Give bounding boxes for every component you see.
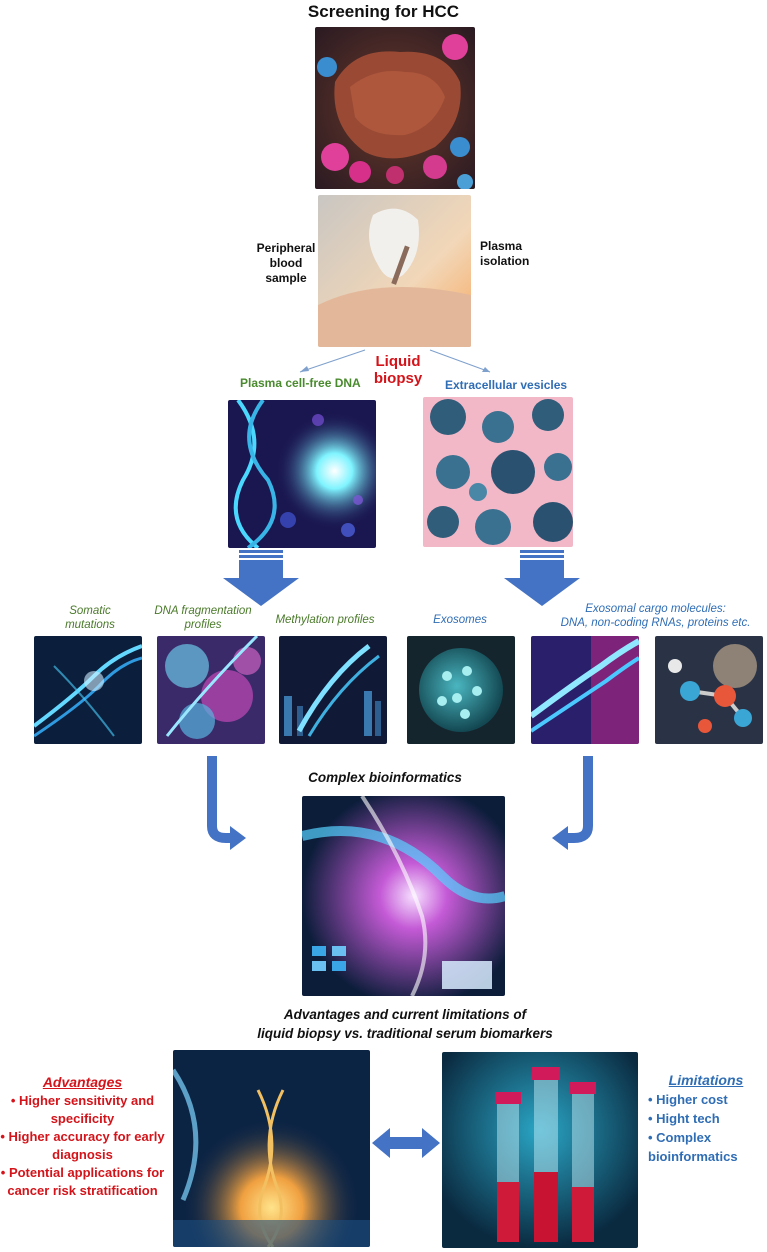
bioinformatics-label: Complex bioinformatics	[308, 770, 462, 785]
exosomes-image	[407, 636, 515, 744]
advantage-item: Higher accuracy for early diagnosis	[0, 1128, 165, 1164]
somatic-mutations-image	[34, 636, 142, 744]
down-arrow-left	[223, 550, 299, 606]
somatic-mutations-label: Somatic mutations	[65, 605, 115, 631]
double-arrow	[372, 1128, 440, 1158]
curved-arrow-right	[552, 756, 593, 850]
exosomes-label: Exosomes	[433, 614, 487, 626]
cfdna-label: Plasma cell-free DNA	[240, 376, 361, 390]
blood-sample-image	[318, 195, 471, 347]
liquid-biopsy-label: Liquid biopsy	[373, 353, 423, 387]
cargo-dna-image	[531, 636, 639, 744]
branch-arrows	[299, 349, 491, 373]
limitation-item: Higher cost	[648, 1090, 763, 1109]
peripheral-blood-label: Peripheral blood sample	[256, 241, 316, 285]
advantages-list: Higher sensitivity and specificity Highe…	[0, 1092, 165, 1200]
exosomal-cargo-label: Exosomal cargo molecules: DNA, non-codin…	[560, 603, 751, 629]
dna-tech-image	[173, 1050, 370, 1247]
limitations-heading: Limitations	[668, 1072, 744, 1088]
bioinformatics-image	[302, 796, 505, 996]
advantages-heading: Advantages	[42, 1074, 123, 1090]
advantage-item: Higher sensitivity and specificity	[0, 1092, 165, 1128]
cfdna-image	[228, 400, 376, 548]
limitations-list: Higher cost Hight tech Complex bioinform…	[648, 1090, 763, 1166]
test-tubes-image	[442, 1052, 638, 1248]
dna-fragmentation-label: DNA fragmentation profiles	[154, 605, 252, 631]
ev-image	[423, 397, 573, 547]
curved-arrow-left	[207, 756, 246, 850]
methylation-label: Methylation profiles	[275, 614, 375, 626]
limitation-item: Complex bioinformatics	[648, 1128, 763, 1166]
down-arrow-right	[504, 550, 580, 606]
limitation-item: Hight tech	[648, 1109, 763, 1128]
methylation-image	[279, 636, 387, 744]
ev-label: Extracellular vesicles	[445, 378, 568, 392]
page-title: Screening for HCC	[307, 2, 460, 21]
comparison-title: Advantages and current limitations of li…	[257, 1007, 553, 1041]
dna-fragmentation-image	[157, 636, 265, 744]
advantage-item: Potential applications for cancer risk s…	[0, 1164, 165, 1200]
cargo-molecules-image	[655, 636, 763, 744]
plasma-isolation-label: Plasma isolation	[480, 239, 530, 268]
liver-image	[315, 27, 475, 189]
